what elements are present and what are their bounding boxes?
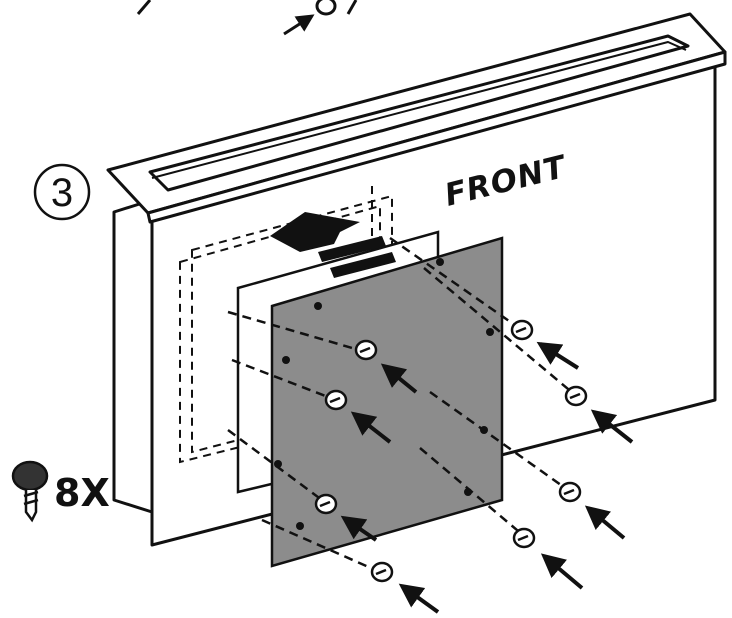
screw-icon: [324, 389, 348, 411]
insert-direction-arrow: [270, 212, 396, 278]
screw-icon: [11, 460, 49, 523]
screw-icon: [558, 481, 582, 503]
screw-icon: [314, 493, 338, 515]
screw-quantity: 8X: [54, 471, 110, 515]
screw-guide-lines: [227, 236, 575, 574]
mounting-holes: [274, 258, 494, 530]
screws: [314, 319, 588, 583]
step-number-badge: 3: [33, 163, 91, 221]
screw-icon: [564, 385, 588, 407]
screw-icon: [354, 339, 378, 361]
filter-panel: [270, 236, 504, 568]
screw-icon: [510, 319, 534, 341]
top-screw-group: [136, 0, 358, 36]
step-number: 3: [51, 171, 73, 215]
screw-icon: [370, 561, 394, 583]
screw-icon: [512, 527, 536, 549]
push-arrows: [340, 341, 634, 614]
